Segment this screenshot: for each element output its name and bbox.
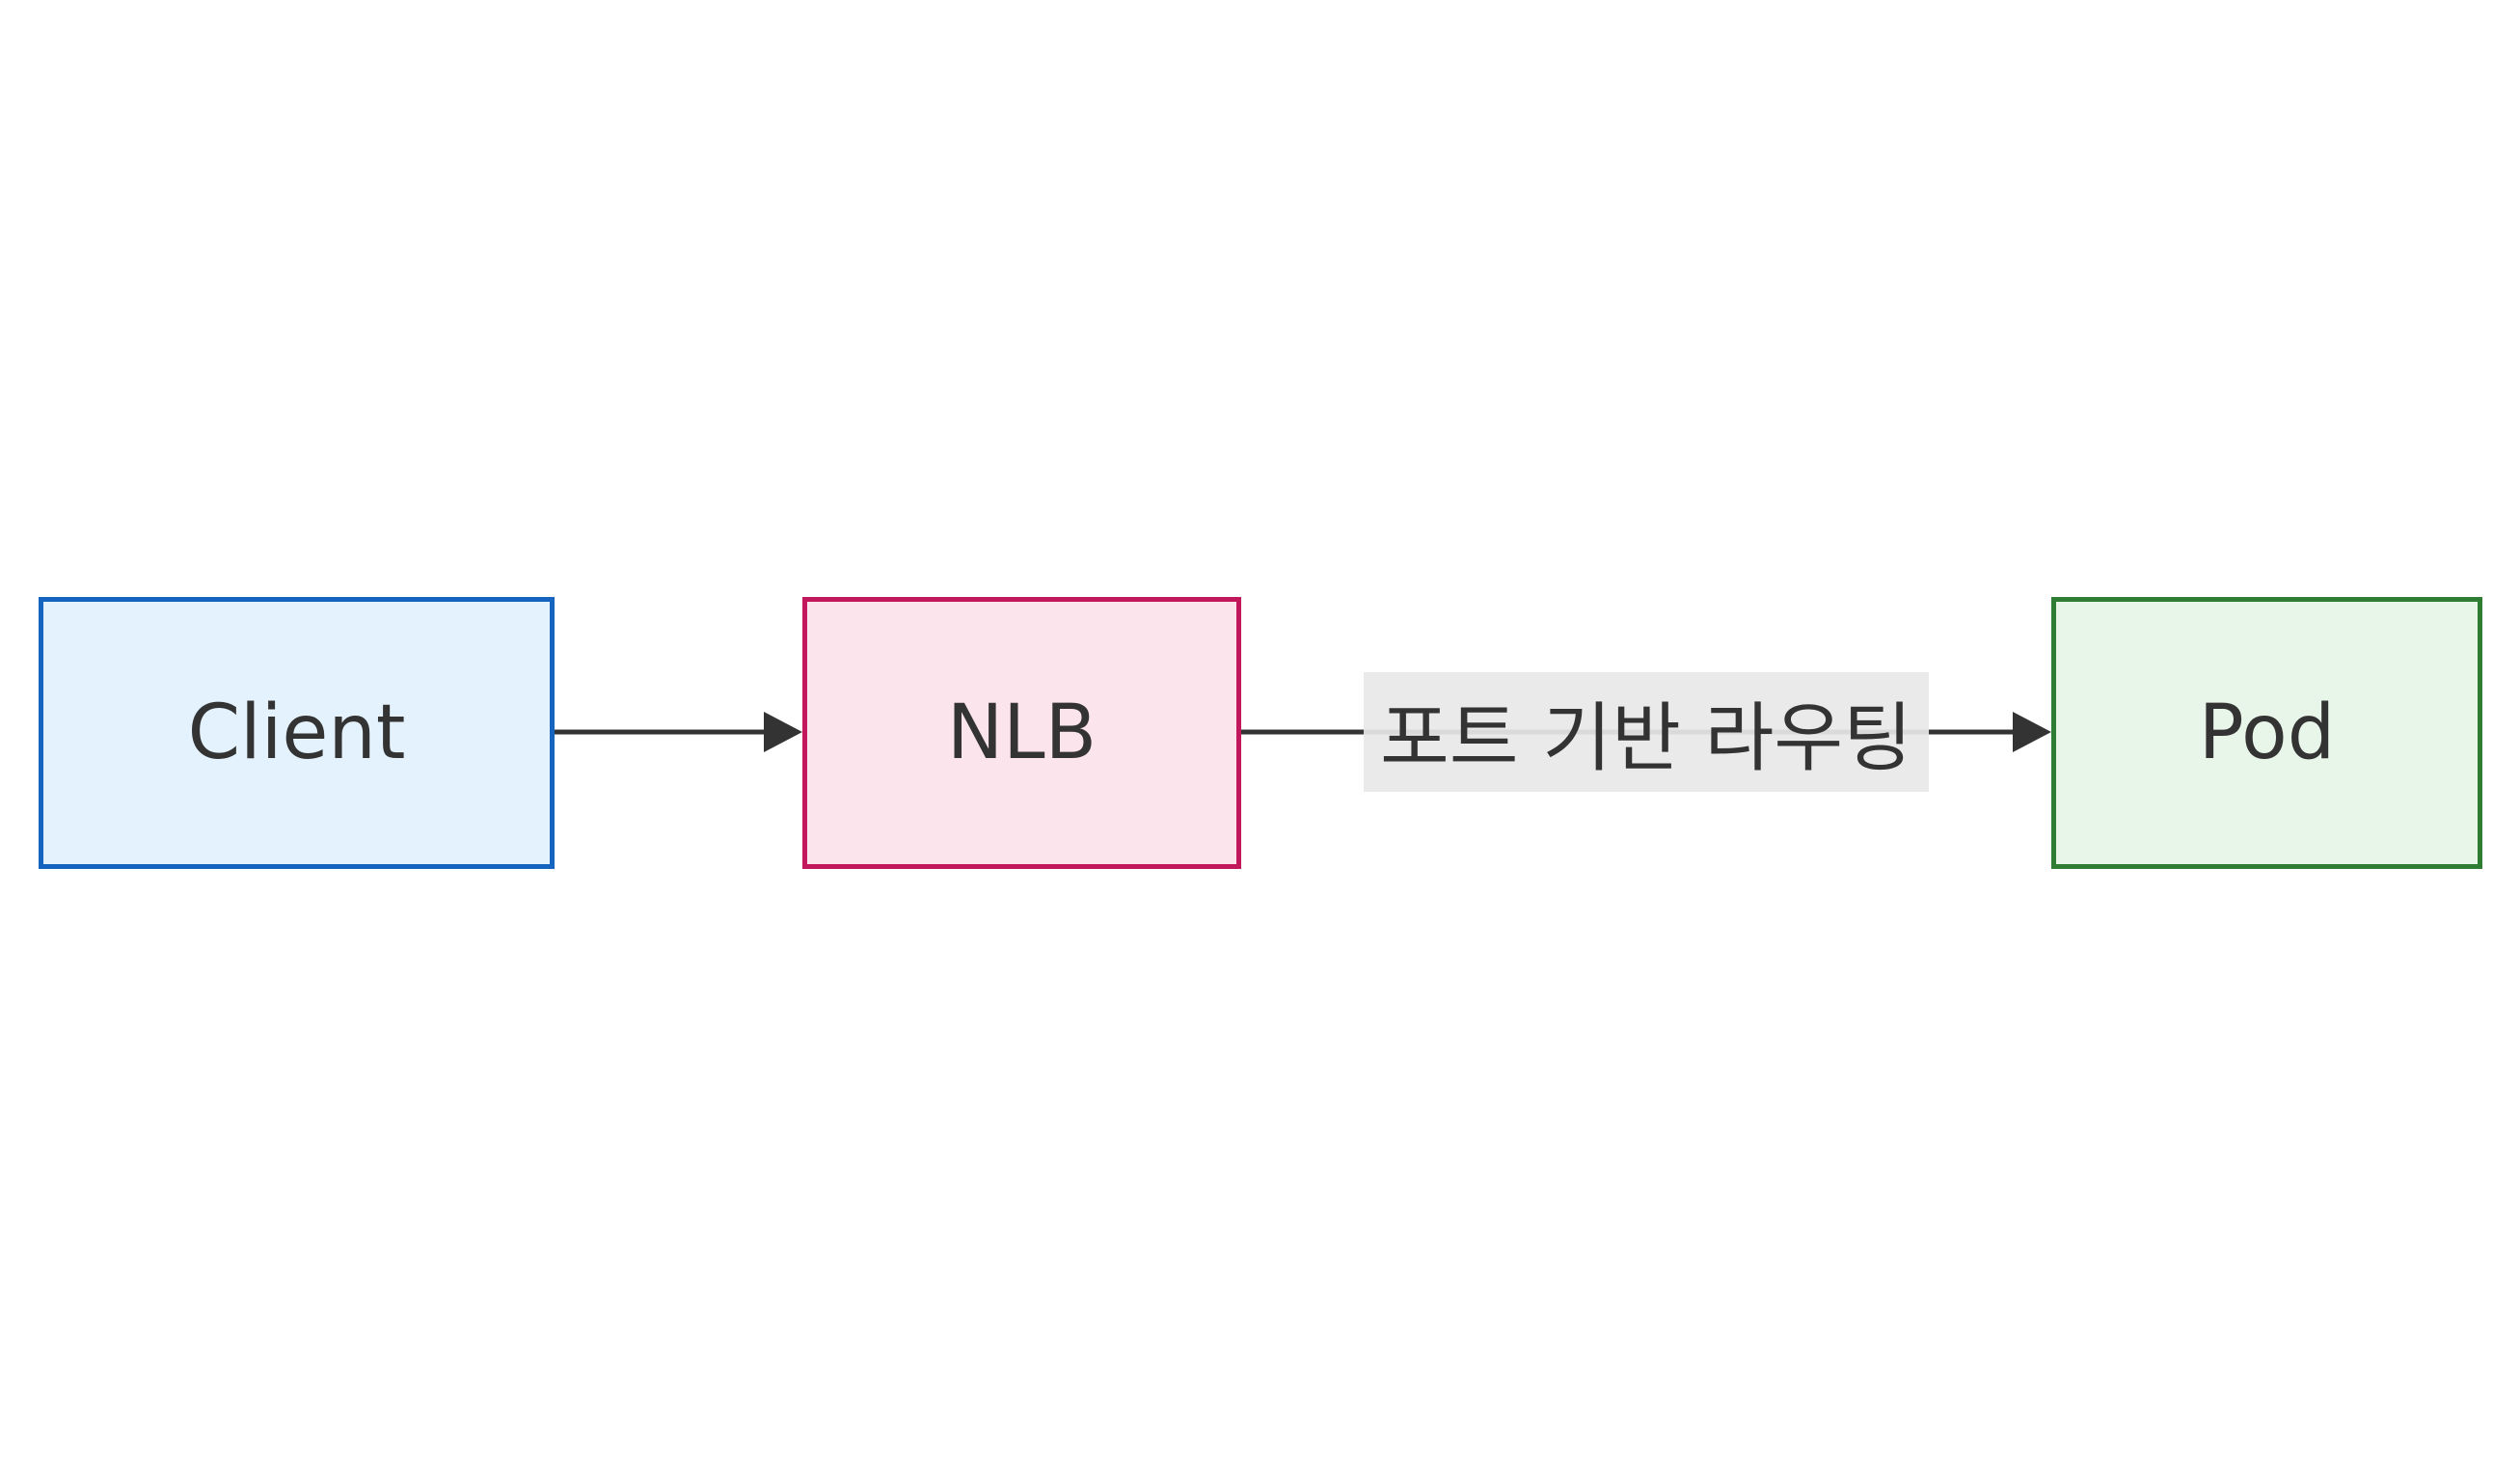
arrowhead-icon (2013, 712, 2051, 752)
node-label: Client (187, 690, 406, 776)
arrowhead-icon (764, 712, 802, 752)
node-label: NLB (946, 690, 1097, 776)
node-pod: Pod (2051, 597, 2482, 869)
node-label: Pod (2198, 690, 2336, 776)
node-client: Client (39, 597, 555, 869)
edge-label-text: 포트 기반 라우팅 (1380, 695, 1912, 782)
edge-label-nlb-to-pod: 포트 기반 라우팅 (1364, 672, 1929, 792)
node-nlb: NLB (802, 597, 1241, 869)
